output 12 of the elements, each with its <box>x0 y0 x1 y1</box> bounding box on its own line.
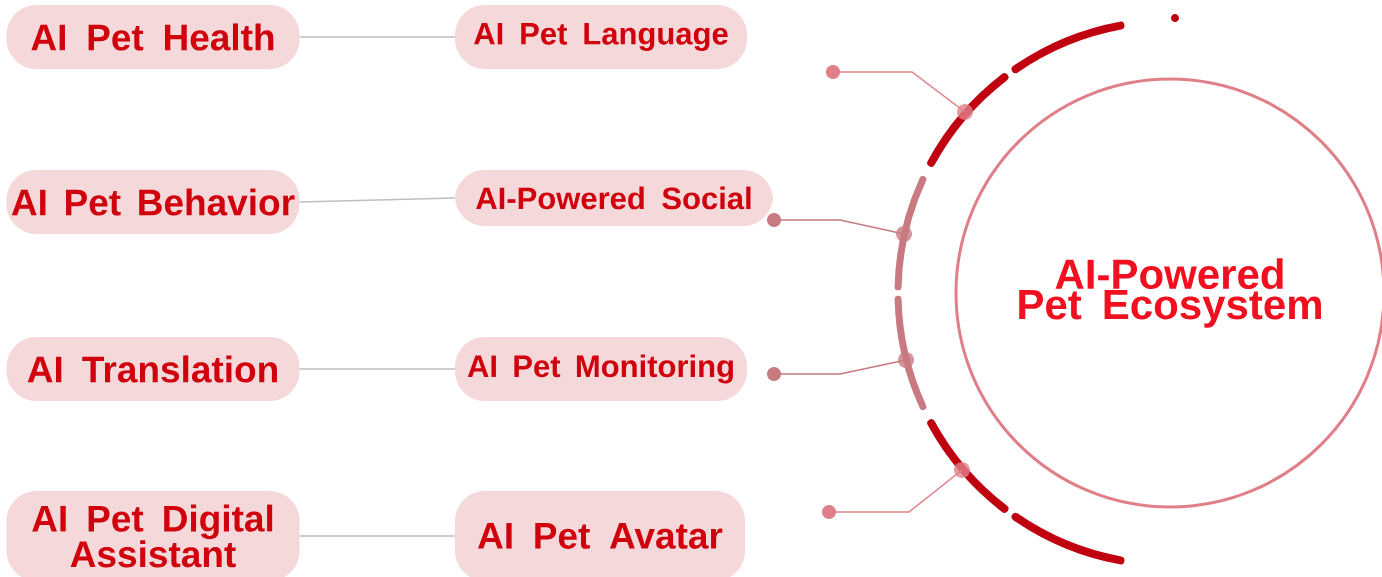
rounded-box: AI Pet Monitoring <box>455 337 747 401</box>
rounded-box: AI Pet Avatar <box>455 491 745 577</box>
rounded-box: AI Pet Behavior <box>6 170 300 234</box>
connector-line <box>298 368 456 370</box>
rounded-box: AI Pet Language <box>455 5 747 69</box>
rounded-box: AI Pet Digital Assistant <box>6 491 300 577</box>
connector-line <box>298 197 456 203</box>
rounded-box: AI Pet Health <box>6 5 300 69</box>
connector-line <box>298 535 456 537</box>
rounded-box: AI Translation <box>6 337 300 401</box>
connector-line <box>298 36 456 38</box>
rounded-box: AI-Powered Social <box>455 170 773 226</box>
